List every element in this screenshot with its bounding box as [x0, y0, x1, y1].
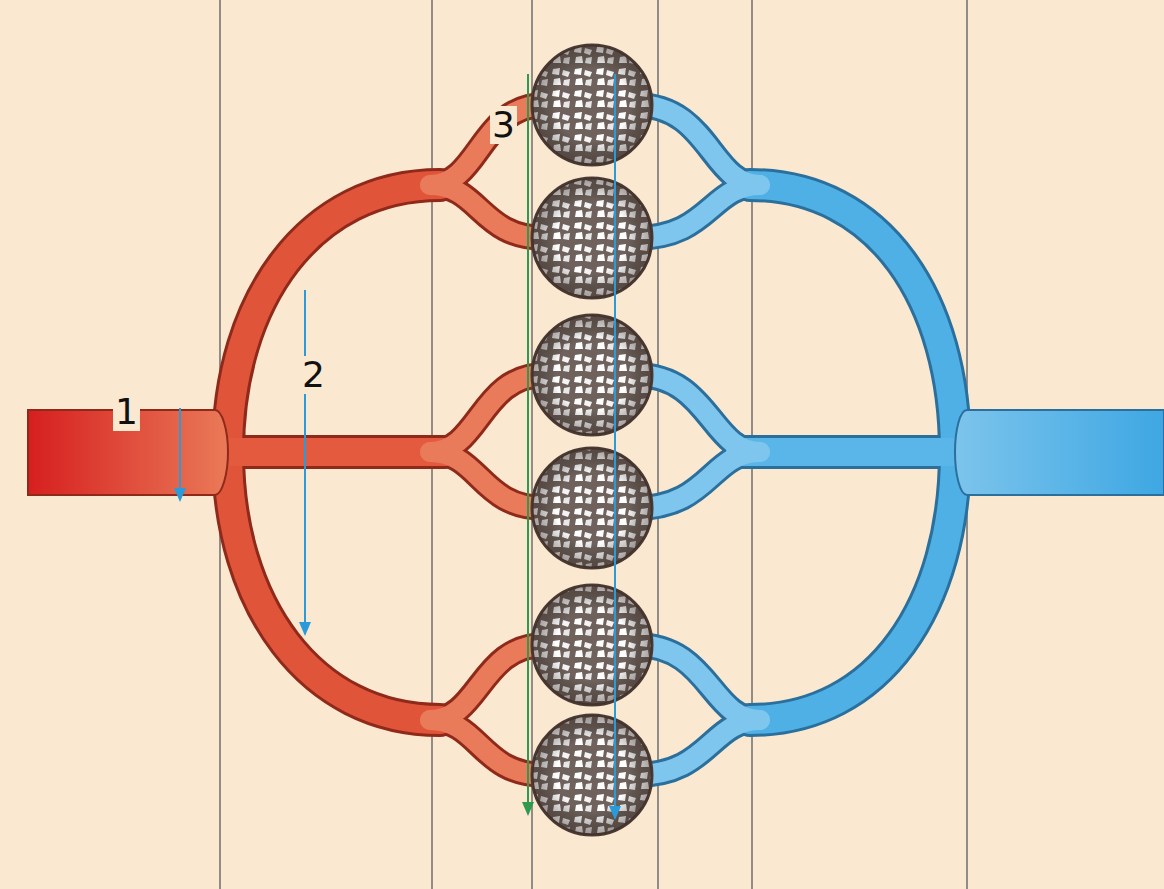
main-vein: [955, 410, 1164, 495]
capillary-shading: [532, 45, 652, 835]
capillary-beds: [532, 45, 652, 835]
artery: [215, 105, 545, 775]
callout-number: 1: [113, 393, 140, 431]
measure-arrows: [174, 74, 621, 820]
callout-number: 3: [490, 106, 517, 144]
vein: [635, 105, 965, 775]
callout-number: 2: [300, 356, 327, 394]
